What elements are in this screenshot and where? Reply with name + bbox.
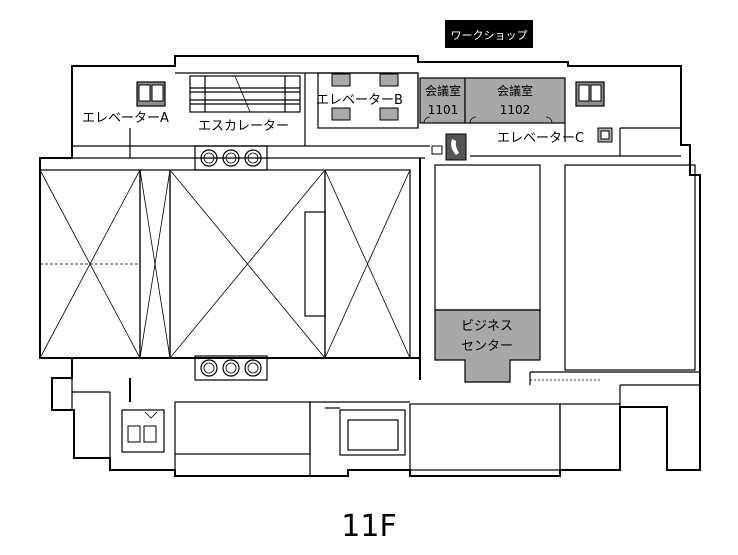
door-icon: [545, 116, 553, 124]
building-outline: [39, 55, 701, 477]
door-icon: [144, 411, 158, 419]
column-icon: [200, 149, 218, 167]
room-block: [339, 409, 406, 456]
business-center-room[interactable]: [434, 309, 541, 383]
wall-box: [431, 145, 443, 155]
column-icon: [222, 359, 240, 377]
room-inner: [347, 419, 399, 451]
column-icon: [244, 359, 262, 377]
door-icon: [469, 116, 477, 124]
column-icon: [247, 362, 259, 374]
elevator-b-icon: [331, 73, 351, 87]
elevator-car: [151, 84, 164, 102]
room-block: [174, 401, 311, 455]
meeting-room-1101[interactable]: [419, 77, 466, 124]
elevator-b-icon: [379, 107, 399, 121]
meeting-room-1102-name: 会議室: [497, 83, 533, 98]
meeting-room-1102[interactable]: [464, 77, 566, 124]
elevator-c-label: エレベーターC: [497, 131, 584, 146]
elevator-car: [143, 425, 157, 443]
room-block: [564, 164, 696, 371]
escalator-arrow: [234, 75, 251, 113]
elevator-car: [600, 130, 610, 140]
column-block: [194, 145, 268, 171]
elevator-b-label: エレベーターB: [316, 93, 403, 108]
column-icon: [247, 152, 259, 164]
escalator-box: [189, 75, 301, 113]
elevator-car: [127, 425, 141, 443]
workshop-badge: [445, 20, 533, 48]
column-icon: [222, 149, 240, 167]
elevator-car: [578, 84, 590, 102]
elevator-car: [138, 84, 151, 102]
column-icon: [203, 152, 215, 164]
column-block: [194, 355, 268, 381]
room-block: [559, 403, 621, 471]
room-block: [434, 164, 541, 311]
door-icon: [423, 116, 431, 124]
column-icon: [225, 362, 237, 374]
elevator-car: [590, 84, 602, 102]
business-center-label-2: センター: [461, 339, 513, 354]
phone-handset: [451, 139, 459, 155]
meeting-room-1101-name: 会議室: [425, 83, 461, 98]
floor-label: 11F: [341, 509, 396, 544]
elevator-b-icon: [379, 73, 399, 87]
business-center-label-1: ビジネス: [461, 319, 513, 334]
void-cross: [324, 169, 411, 359]
void-cross: [139, 169, 171, 359]
column-icon: [203, 362, 215, 374]
escalator-label: エスカレーター: [198, 119, 289, 134]
meeting-room-1102-number: 1102: [500, 103, 531, 117]
room-block: [409, 403, 561, 471]
elevator-b-icon: [331, 107, 351, 121]
workshop-label: ワークショップ: [451, 29, 528, 42]
elevator-b-hall: [317, 72, 419, 129]
elevator-a-label: エレベーターA: [82, 111, 169, 126]
column-icon: [244, 149, 262, 167]
column-icon: [225, 152, 237, 164]
meeting-room-1101-number: 1101: [428, 103, 459, 117]
void-inner: [304, 211, 326, 317]
column-icon: [200, 359, 218, 377]
elevator-shaft: [121, 409, 165, 453]
void-cross: [169, 169, 326, 359]
